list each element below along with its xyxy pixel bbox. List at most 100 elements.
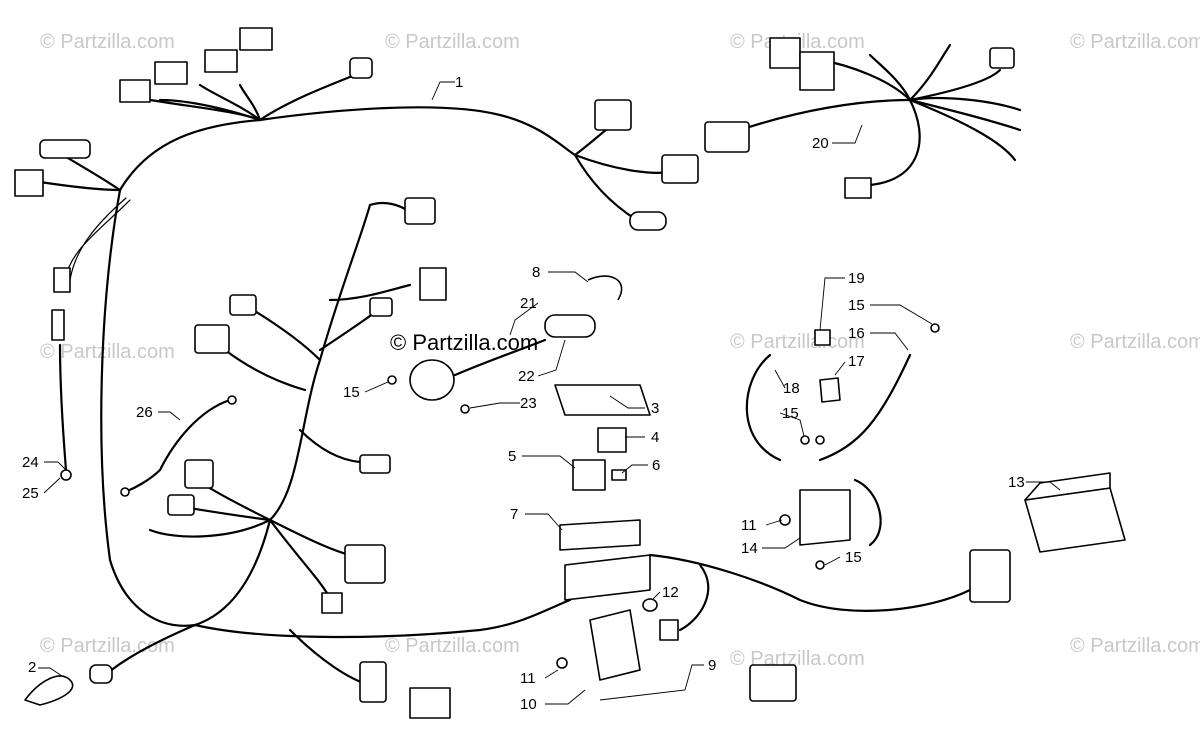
callout-5: 5 [508, 448, 516, 465]
ignition-switch [409, 359, 455, 401]
connector-icon [167, 494, 195, 516]
connector-icon [704, 121, 750, 153]
callout-1: 1 [455, 74, 463, 91]
connector-icon [53, 267, 71, 293]
relay-icon [597, 427, 627, 453]
callout-22: 22 [518, 368, 535, 385]
fuse-icon [611, 469, 627, 481]
screw-icon [779, 514, 791, 526]
connector-icon [239, 27, 273, 51]
nut-icon [642, 598, 658, 612]
bulb-socket [24, 664, 113, 706]
connectors [14, 27, 1011, 719]
main-harness [38, 73, 972, 687]
switch-boot [544, 314, 596, 338]
connector-icon [184, 459, 214, 489]
connector-icon [799, 51, 835, 91]
watermark: © Partzilla.com [385, 635, 520, 657]
watermark: © Partzilla.com [40, 31, 175, 53]
connector-icon [369, 297, 393, 317]
callout-16: 16 [848, 325, 865, 342]
watermark: © Partzilla.com [1070, 331, 1200, 353]
callout-4: 4 [651, 429, 659, 446]
connector-icon [229, 294, 257, 316]
wire-26 [120, 395, 237, 497]
callout-labels: 1 2 3 4 5 6 7 8 9 10 11 11 12 13 14 15 1… [22, 74, 1025, 713]
callout-8: 8 [532, 264, 540, 281]
socket-icon [89, 664, 113, 684]
callout-17: 17 [848, 353, 865, 370]
callout-7: 7 [510, 506, 518, 523]
nut-icon [930, 323, 940, 333]
callout-13: 13 [1008, 474, 1025, 491]
watermarks: © Partzilla.com © Partzilla.com © Partzi… [40, 31, 1200, 670]
watermark: © Partzilla.com [1070, 31, 1200, 53]
callout-11: 11 [520, 670, 536, 687]
nut-icon [815, 435, 825, 445]
clamp-ring [587, 275, 623, 301]
ground-wire [58, 343, 72, 481]
circuit-board [559, 519, 641, 551]
connector-icon [344, 544, 386, 584]
callout-24: 24 [22, 454, 39, 471]
bulb-icon [24, 675, 74, 706]
cdi-module [1024, 472, 1126, 553]
connector-icon [844, 177, 872, 199]
callout-20: 20 [812, 135, 829, 152]
relay-icon [572, 459, 606, 491]
callout-18: 18 [783, 380, 800, 397]
terminal-boot [819, 377, 841, 403]
callout-12: 12 [662, 584, 679, 601]
connector-icon [969, 549, 1011, 603]
callout-2: 2 [28, 659, 36, 676]
terminal-ring [120, 487, 130, 497]
leader-lines [38, 81, 1061, 705]
terminal-ring [227, 395, 237, 405]
callout-23: 23 [520, 395, 537, 412]
sub-harness-20 [704, 37, 1022, 199]
callout-21: 21 [520, 295, 537, 312]
connector-icon [749, 664, 797, 702]
terminal-ring [60, 469, 72, 481]
callout-15c: 15 [782, 405, 799, 422]
fuse-box-cover [554, 384, 651, 416]
connector-icon [194, 324, 230, 354]
regulator-10 [589, 609, 641, 681]
connector-icon [659, 619, 679, 641]
connector-icon [204, 49, 238, 73]
screw-icon [460, 404, 470, 414]
connector-icon [419, 267, 447, 301]
connector-icon [51, 309, 65, 341]
connector-icon [39, 139, 91, 159]
callout-25: 25 [22, 485, 39, 502]
nut-icon [815, 560, 825, 570]
callout-6: 6 [652, 457, 660, 474]
callout-19: 19 [848, 270, 865, 287]
connector-icon [594, 99, 632, 131]
watermark: © Partzilla.com [1070, 635, 1200, 657]
starter-solenoid [799, 489, 851, 546]
fuse-block-assembly [554, 384, 679, 681]
connector-icon [404, 197, 436, 225]
watermark: © Partzilla.com [730, 331, 865, 353]
callout-15b: 15 [848, 297, 865, 314]
callout-15d: 15 [845, 549, 862, 566]
connector-icon [119, 79, 151, 103]
connector-icon [409, 687, 451, 719]
callout-15: 15 [343, 384, 360, 401]
callout-3: 3 [651, 400, 659, 417]
connector-icon [14, 169, 44, 197]
callout-9: 9 [708, 657, 716, 674]
connector-icon [629, 211, 667, 231]
nut-icon [387, 375, 397, 385]
terminal-boot [814, 329, 831, 346]
connector-icon [359, 661, 387, 703]
fuse-block [564, 554, 651, 601]
connector-icon [321, 592, 343, 614]
connector-icon [154, 61, 188, 85]
nut-icon [800, 435, 810, 445]
watermark: © Partzilla.com [385, 31, 520, 53]
callout-26: 26 [136, 404, 153, 421]
watermark: © Partzilla.com [40, 635, 175, 657]
